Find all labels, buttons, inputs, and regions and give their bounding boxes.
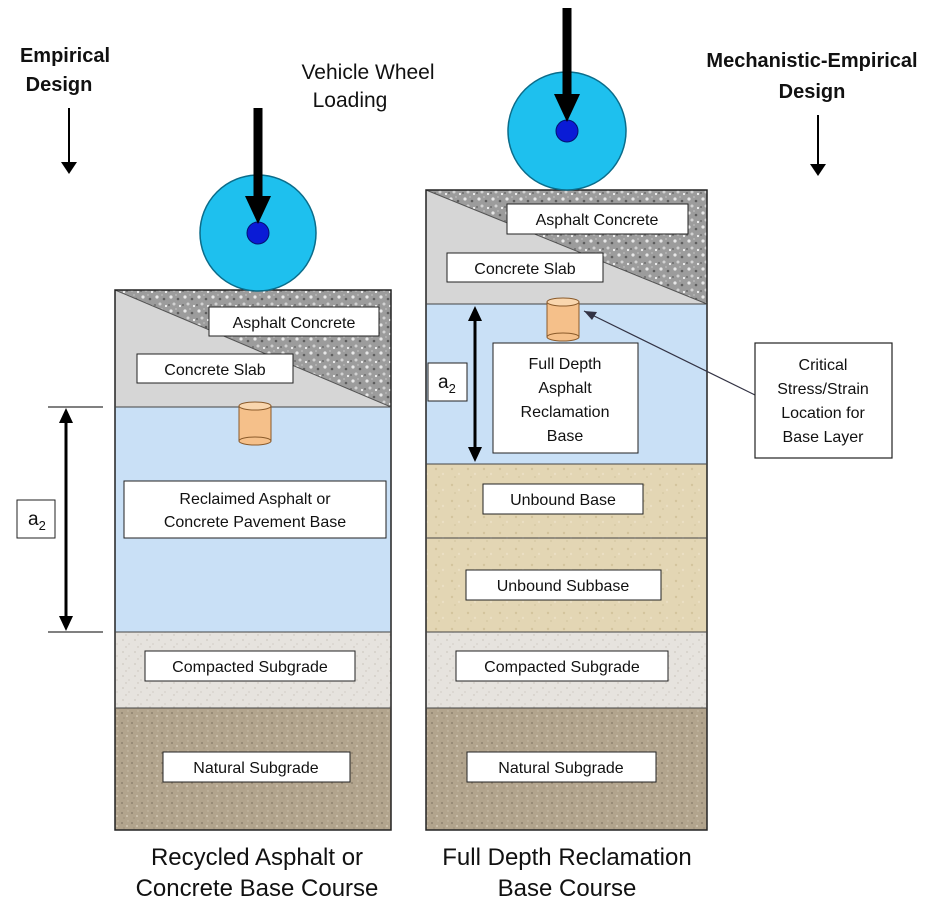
left-a2-label: a2 — [28, 509, 46, 533]
right-base-label-line4: Base — [547, 428, 584, 445]
callout-pointer-head — [584, 311, 597, 320]
left-base-label-box — [123, 480, 387, 539]
left-compacted-label-box — [144, 650, 356, 682]
left-caption-line2: Concrete Base Course — [136, 875, 379, 902]
left-base-label-line1: Reclaimed Asphalt or — [179, 491, 331, 508]
right-unbound-subbase-label: Unbound Subbase — [497, 578, 630, 595]
right-caption-line2: Base Course — [498, 875, 637, 902]
left-critical-cylinder — [238, 401, 272, 446]
mechanistic-heading-line1: Mechanistic-Empirical — [706, 50, 917, 72]
mechanistic-arrow-head — [810, 164, 826, 176]
left-wheel-hub — [246, 221, 270, 245]
right-natural-label-box — [466, 751, 657, 783]
callout-line1: Critical — [799, 357, 848, 374]
callout-line3: Location for — [781, 405, 865, 422]
right-a2-arrow-down — [468, 447, 482, 462]
right-slab-label-box — [446, 252, 604, 283]
right-unbound-subbase-label-box — [465, 569, 662, 601]
left-asphalt-label-box — [208, 306, 380, 337]
right-base-label-box — [492, 342, 639, 454]
callout-line2: Stress/Strain — [777, 381, 869, 398]
right-compacted-label: Compacted Subgrade — [484, 659, 640, 676]
left-base-label-line2: Concrete Pavement Base — [164, 514, 346, 531]
left-natural-label: Natural Subgrade — [193, 760, 319, 777]
callout-pointer-line — [583, 310, 756, 396]
right-asphalt-label-box — [506, 203, 689, 235]
empirical-heading-line2: Design — [26, 74, 93, 96]
left-caption-line1: Recycled Asphalt or — [151, 844, 363, 871]
right-asphalt-label: Asphalt Concrete — [536, 212, 659, 229]
right-unbound-base-label-box — [482, 483, 644, 515]
empirical-arrow-head — [61, 162, 77, 174]
right-a2-label: a2 — [438, 372, 456, 396]
right-base-label-line2: Asphalt — [538, 380, 592, 397]
left-a2-label-box — [16, 499, 56, 539]
right-natural-label: Natural Subgrade — [498, 760, 624, 777]
right-load-arrow-head — [554, 94, 580, 122]
loading-label-line2: Loading — [313, 89, 388, 112]
left-load-arrow-head — [245, 196, 271, 224]
left-natural-label-box — [162, 751, 351, 783]
right-a2-label-box — [427, 362, 468, 402]
right-wheel-hub — [555, 119, 579, 143]
left-compacted-label: Compacted Subgrade — [172, 659, 328, 676]
left-slab-label-box — [136, 353, 294, 384]
left-a2-arrow-down — [59, 616, 73, 631]
right-slab-label: Concrete Slab — [474, 261, 575, 278]
critical-location-callout-box — [754, 342, 893, 459]
right-base-label-line3: Reclamation — [521, 404, 610, 421]
empirical-heading-line1: Empirical — [20, 45, 110, 67]
loading-label-line1: Vehicle Wheel — [301, 61, 434, 84]
right-unbound-base-label: Unbound Base — [510, 492, 616, 509]
right-a2-arrow-up — [468, 306, 482, 321]
right-base-label-line1: Full Depth — [529, 356, 602, 373]
left-a2-arrow-up — [59, 408, 73, 423]
right-critical-cylinder — [546, 297, 580, 342]
left-surface-diagonal — [114, 289, 392, 408]
callout-line4: Base Layer — [783, 429, 865, 446]
mechanistic-heading-line2: Design — [779, 81, 846, 103]
right-compacted-label-box — [455, 650, 669, 682]
right-caption-line1: Full Depth Reclamation — [442, 844, 691, 871]
left-slab-label: Concrete Slab — [164, 362, 265, 379]
right-surface-diagonal — [425, 189, 708, 305]
left-asphalt-label: Asphalt Concrete — [233, 315, 356, 332]
